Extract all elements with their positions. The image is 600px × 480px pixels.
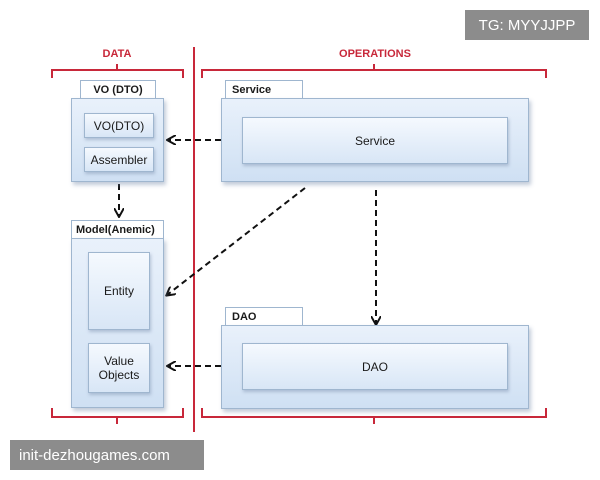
- service-inner-box: Service: [242, 117, 508, 164]
- value-objects-box: Value Objects: [88, 343, 150, 393]
- vo-dto-box: VO(DTO): [84, 113, 154, 138]
- watermark-bottom-left: init-dezhougames.com: [10, 440, 204, 470]
- model-group-title: Model(Anemic): [71, 220, 164, 239]
- operations-bottom-bracket: [201, 408, 547, 424]
- entity-box: Entity: [88, 252, 150, 330]
- service-group-title: Service: [225, 80, 303, 99]
- section-label-data: DATA: [102, 48, 132, 60]
- data-bottom-bracket: [51, 408, 184, 424]
- dao-group-title: DAO: [225, 307, 303, 326]
- assembler-box: Assembler: [84, 147, 154, 172]
- data-top-bracket: [51, 64, 184, 78]
- dao-inner-box: DAO: [242, 343, 508, 390]
- arrow-service-to-entity: [167, 187, 306, 295]
- section-label-operations: OPERATIONS: [339, 48, 411, 60]
- vo-group-title: VO (DTO): [80, 80, 156, 99]
- watermark-top-right: TG: MYYJJPP: [465, 10, 589, 40]
- operations-top-bracket: [201, 64, 547, 78]
